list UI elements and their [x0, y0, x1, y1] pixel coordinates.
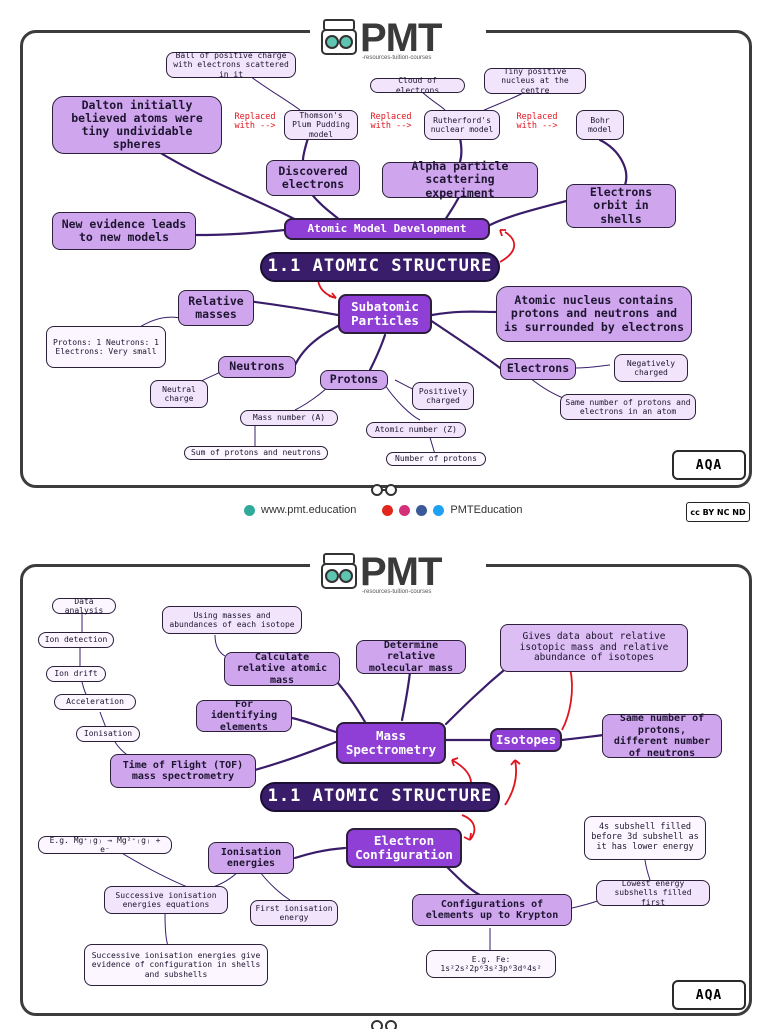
identify-node: For identifying elements — [196, 699, 292, 733]
page2-aqa-badge: AQA — [672, 980, 746, 1010]
first-ionisation-note: First ionisation energy — [250, 900, 338, 926]
pmt-logo-icon — [321, 19, 357, 55]
page1-logo: PMT -resources-tuition-courses — [310, 8, 486, 61]
same-protons-node: Same number of protons, different number… — [602, 713, 722, 759]
page2-title: 1.1 ATOMIC STRUCTURE — [260, 782, 500, 812]
gives-data-node: Gives data about relative isotopic mass … — [500, 624, 688, 672]
sum-note: Sum of protons and neutrons — [184, 446, 328, 460]
license-badge: cc BY NC ND — [686, 502, 750, 522]
negatively-charged-note: Negatively charged — [614, 354, 688, 382]
bohr-node: Bohr model — [576, 110, 624, 140]
electron-config-node: Electron Configuration — [346, 828, 462, 868]
s4-note: 4s subshell filled before 3d subshell as… — [584, 816, 706, 860]
website-link[interactable]: www.pmt.education — [261, 504, 357, 516]
tof-node: Time of Flight (TOF) mass spectrometry — [110, 754, 256, 788]
replaced-label-3: Replaced with --> — [516, 112, 558, 132]
alpha-scattering-node: Alpha particle scattering experiment — [382, 160, 538, 199]
instagram-icon[interactable] — [399, 504, 411, 516]
successive-give-note: Successive ionisation energies give evid… — [84, 944, 268, 986]
new-evidence-node: New evidence leads to new models — [52, 212, 196, 250]
pmt-logo-icon — [321, 553, 357, 589]
ionisation-energies-node: Ionisation energies — [208, 842, 294, 874]
isotopes-node: Isotopes — [490, 728, 562, 752]
neutrons-node: Neutrons — [218, 356, 296, 378]
lowest-energy-note: Lowest energy subshells filled first — [596, 879, 710, 907]
discovered-electrons-node: Discovered electrons — [266, 160, 360, 196]
determine-node: Determine relative molecular mass — [356, 640, 466, 674]
electrons-node: Electrons — [500, 358, 576, 380]
logo-tagline: -resources-tuition-courses — [362, 589, 432, 595]
thomson-note: Ball of positive charge with electrons s… — [166, 51, 296, 79]
logo-wordmark: PMT — [360, 16, 442, 60]
masses-note: Protons: 1 Neutrons: 1 Electrons: Very s… — [46, 326, 166, 368]
protons-node: Protons — [320, 370, 388, 390]
acceleration-node: Acceleration — [54, 694, 136, 710]
number-protons-note: Number of protons — [386, 452, 486, 466]
mg-equation-node: E.g. Mg⁺₍g₎ → Mg²⁺₍g₎ + e⁻ — [38, 836, 172, 854]
page1-aqa-badge: AQA — [672, 450, 746, 480]
twitter-icon[interactable] — [433, 504, 445, 516]
same-number-note: Same number of protons and electrons in … — [560, 394, 696, 420]
footer-goggles-icon — [366, 482, 402, 496]
logo-tagline: -resources-tuition-courses — [362, 55, 432, 61]
cursor-icon — [244, 504, 255, 516]
ion-detection-node: Ion detection — [38, 632, 114, 648]
ionisation-step-node: Ionisation — [76, 726, 140, 742]
thomson-node: Thomson's Plum Pudding model — [284, 110, 358, 140]
tiny-nucleus-note: Tiny positive nucleus at the centre — [484, 67, 586, 95]
atomic-nucleus-node: Atomic nucleus contains protons and neut… — [496, 286, 692, 342]
social-handle[interactable]: PMTEducation — [450, 504, 523, 516]
positively-charged-note: Positively charged — [412, 382, 474, 410]
facebook-icon[interactable] — [416, 504, 428, 516]
successive-equations-note: Successive ionisation energies equations — [104, 886, 228, 914]
subatomic-particles-node: Subatomic Particles — [338, 294, 432, 334]
mass-number-node: Mass number (A) — [240, 410, 338, 426]
atomic-model-development-node: Atomic Model Development — [284, 218, 490, 240]
data-analysis-node: Data analysis — [52, 597, 116, 615]
atomic-number-node: Atomic number (Z) — [366, 422, 466, 438]
cloud-note: Cloud of electrons — [370, 76, 465, 95]
neutral-charge-note: Neutral charge — [150, 380, 208, 408]
page1-title: 1.1 ATOMIC STRUCTURE — [260, 252, 500, 282]
replaced-label-2: Replaced with --> — [370, 112, 412, 132]
page2-goggles-icon — [366, 1014, 402, 1032]
footer-links: www.pmt.education PMTEducation — [244, 504, 523, 516]
youtube-icon[interactable] — [382, 504, 394, 516]
dalton-node: Dalton initially believed atoms were tin… — [52, 96, 222, 154]
rutherford-node: Rutherford's nuclear model — [424, 110, 500, 140]
ion-drift-node: Ion drift — [46, 666, 106, 682]
configurations-node: Configurations of elements up to Krypton — [412, 894, 572, 926]
electrons-orbit-node: Electrons orbit in shells — [566, 184, 676, 228]
logo-wordmark: PMT — [360, 550, 442, 594]
using-masses-note: Using masses and abundances of each isot… — [162, 606, 302, 634]
calc-node: Calculate relative atomic mass — [224, 652, 340, 686]
relative-masses-node: Relative masses — [178, 290, 254, 326]
fe-example-note: E.g. Fe: 1s²2s²2p⁶3s²3p⁶3d⁶4s² — [426, 950, 556, 978]
mass-spectrometry-node: Mass Spectrometry — [336, 722, 446, 764]
page2-logo: PMT -resources-tuition-courses — [310, 542, 486, 595]
replaced-label-1: Replaced with --> — [234, 112, 276, 132]
